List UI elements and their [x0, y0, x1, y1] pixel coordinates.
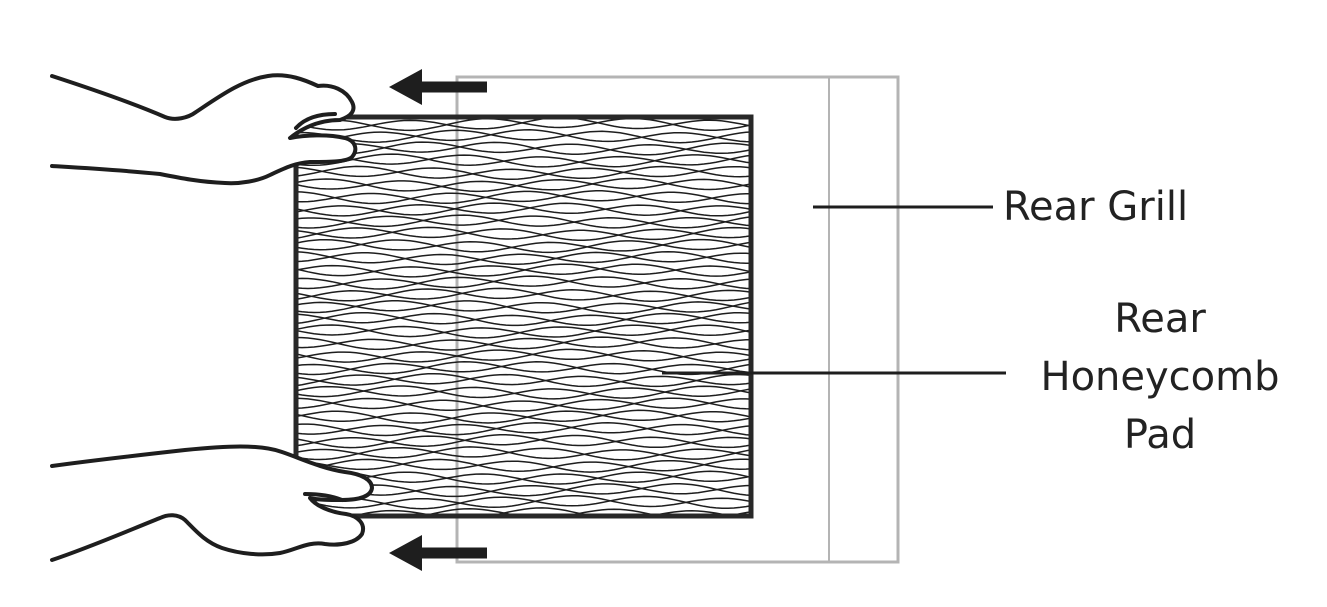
honeycomb-wave-line	[296, 458, 751, 473]
honeycomb-wave-line	[296, 422, 751, 436]
honeycomb-wave-line	[296, 422, 751, 437]
honeycomb-wave-line	[296, 349, 751, 364]
honeycomb-wave-line	[296, 458, 751, 473]
honeycomb-wave-line	[296, 300, 751, 315]
rear-honeycomb-pad-label-line: Rear	[1114, 296, 1206, 342]
rear-honeycomb-pad-label-line: Honeycomb	[1040, 354, 1280, 400]
honeycomb-wave-line	[296, 434, 751, 449]
honeycomb-wave-line	[296, 275, 751, 290]
honeycomb-wave-line	[296, 287, 751, 302]
honeycomb-wave-line	[296, 446, 751, 461]
honeycomb-wave-line	[296, 373, 751, 388]
honeycomb-wave-line	[296, 238, 751, 254]
honeycomb-wave-line	[296, 470, 751, 485]
left-arrow-icon	[389, 535, 487, 571]
honeycomb-wave-line	[296, 190, 751, 205]
honeycomb-wave-line	[296, 177, 751, 192]
honeycomb-wave-line	[296, 495, 751, 509]
honeycomb-wave-line	[296, 165, 751, 180]
honeycomb-wave-line	[296, 226, 751, 241]
honeycomb-wave-line	[296, 470, 751, 485]
honeycomb-wave-line	[296, 153, 751, 168]
rear-honeycomb-pad-label-line: Pad	[1123, 412, 1197, 458]
honeycomb-wave-line	[296, 397, 751, 412]
left-arrow-icon	[389, 69, 487, 105]
honeycomb-wave-line	[296, 129, 751, 144]
honeycomb-wave-line	[296, 165, 751, 181]
honeycomb-wave-line	[296, 337, 751, 351]
honeycomb-wave-line	[296, 434, 751, 449]
honeycomb-wave-line	[296, 336, 751, 351]
honeycomb-wave-line	[296, 276, 751, 290]
rear-grill-frame	[455, 75, 900, 564]
honeycomb-wave-line	[296, 348, 751, 363]
honeycomb-wave-line	[296, 214, 751, 229]
honeycomb-wave-line	[296, 238, 751, 253]
honeycomb-wave-line	[296, 311, 751, 327]
honeycomb-wave-line	[296, 227, 751, 241]
honeycomb-wave-line	[296, 311, 751, 327]
honeycomb-wave-line	[296, 385, 751, 399]
honeycomb-wave-line	[296, 154, 751, 168]
honeycomb-texture	[296, 117, 751, 516]
honeycomb-wave-line	[296, 141, 751, 155]
hand-icon	[50, 444, 374, 562]
honeycomb-wave-line	[296, 129, 751, 144]
honeycomb-wave-line	[296, 263, 751, 277]
honeycomb-wave-line	[296, 361, 751, 376]
honeycomb-wave-line	[296, 300, 751, 314]
honeycomb-wave-line	[296, 117, 751, 132]
honeycomb-wave-line	[296, 446, 751, 460]
honeycomb-wave-line	[296, 215, 751, 229]
honeycomb-wave-line	[296, 385, 751, 400]
honeycomb-wave-line	[296, 372, 751, 388]
honeycomb-wave-line	[296, 409, 751, 424]
honeycomb-wave-line	[296, 288, 751, 303]
rear-honeycomb-pad-label: Rear Honeycomb Pad	[1015, 290, 1305, 464]
hand-icon	[50, 73, 358, 186]
honeycomb-wave-line	[296, 251, 751, 266]
honeycomb-wave-line	[296, 251, 751, 266]
honeycomb-wave-line	[296, 324, 751, 339]
rear-grill-label: Rear Grill	[1003, 184, 1189, 230]
honeycomb-pad	[293, 114, 754, 519]
honeycomb-wave-line	[296, 141, 751, 156]
honeycomb-wave-line	[296, 397, 751, 412]
honeycomb-wave-line	[296, 178, 751, 193]
honeycomb-wave-line	[296, 202, 751, 217]
honeycomb-wave-line	[296, 190, 751, 205]
honeycomb-wave-line	[349, 507, 735, 516]
honeycomb-wave-line	[296, 495, 751, 510]
